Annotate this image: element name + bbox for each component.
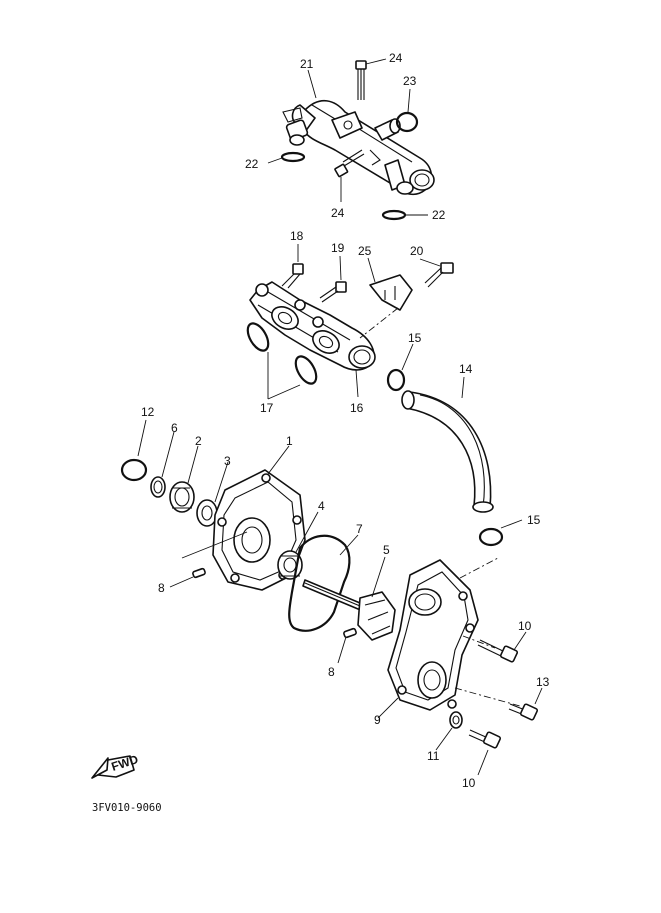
- washer-11: [435, 711, 463, 751]
- o-ring-23: [395, 111, 419, 133]
- callout-24-lower: 24: [331, 206, 345, 220]
- callout-23: 23: [403, 74, 417, 88]
- bolt-13: [508, 687, 543, 721]
- callout-10-upper: 10: [518, 619, 532, 633]
- water-hose-14: [401, 376, 494, 513]
- callout-14: 14: [459, 362, 473, 376]
- bolt-24-top: [355, 58, 387, 100]
- bolt-19: [319, 255, 347, 303]
- o-ring-22-left: [280, 151, 306, 163]
- impeller-shaft-5: [302, 556, 396, 641]
- bolt-18: [281, 244, 304, 289]
- gasket-7: [288, 534, 351, 632]
- o-ring-17-left: [246, 322, 270, 352]
- o-ring-12: [120, 458, 148, 482]
- o-ring-15-upper: [386, 368, 406, 392]
- callout-2: 2: [195, 434, 202, 448]
- callout-1: 1: [286, 434, 293, 448]
- fwd-arrow-icon: FWD: [91, 752, 140, 779]
- callout-25: 25: [358, 244, 372, 258]
- thermostat-housing: [249, 281, 376, 371]
- water-pipe-assembly: [282, 100, 435, 196]
- callout-8-right: 8: [328, 665, 335, 679]
- callout-4: 4: [318, 499, 325, 513]
- callout-22-right: 22: [432, 208, 446, 222]
- dowel-pin-8-left: [169, 567, 206, 588]
- callout-21: 21: [300, 57, 314, 71]
- bolt-10-lower: [468, 729, 502, 776]
- callout-16: 16: [350, 401, 364, 415]
- callout-9: 9: [374, 713, 381, 727]
- o-ring-15-lower: [478, 527, 504, 547]
- callout-15-lower: 15: [527, 513, 541, 527]
- reference-code: 3FV010-9060: [92, 802, 162, 814]
- callouts: 1 2 3 4 5 6 7 8 8 9 10 10 11 12 13 14 15…: [141, 51, 550, 790]
- callout-19: 19: [331, 241, 345, 255]
- callout-13: 13: [536, 675, 550, 689]
- bolt-10-upper: [477, 631, 527, 663]
- pump-housing-9: [377, 559, 479, 719]
- bolt-24-lower: [334, 149, 365, 202]
- callout-18: 18: [290, 229, 304, 243]
- o-ring-17-right: [294, 355, 318, 385]
- dowel-pin-8-right: [337, 627, 357, 664]
- callout-6: 6: [171, 421, 178, 435]
- callout-12: 12: [141, 405, 155, 419]
- callout-24-top: 24: [389, 51, 403, 65]
- bracket-25: [367, 257, 413, 311]
- circlip-6: [150, 431, 175, 498]
- bolt-20: [419, 258, 454, 288]
- callout-10-lower: 10: [462, 776, 476, 790]
- callout-3: 3: [224, 454, 231, 468]
- callout-8-left: 8: [158, 581, 165, 595]
- callout-22-left: 22: [245, 157, 259, 171]
- callout-20: 20: [410, 244, 424, 258]
- callout-7: 7: [356, 522, 363, 536]
- callout-15-upper: 15: [408, 331, 422, 345]
- o-ring-22-right: [381, 209, 407, 221]
- bearing-2: [169, 445, 199, 513]
- callout-11: 11: [427, 749, 440, 763]
- callout-17: 17: [260, 401, 274, 415]
- callout-5: 5: [383, 543, 390, 557]
